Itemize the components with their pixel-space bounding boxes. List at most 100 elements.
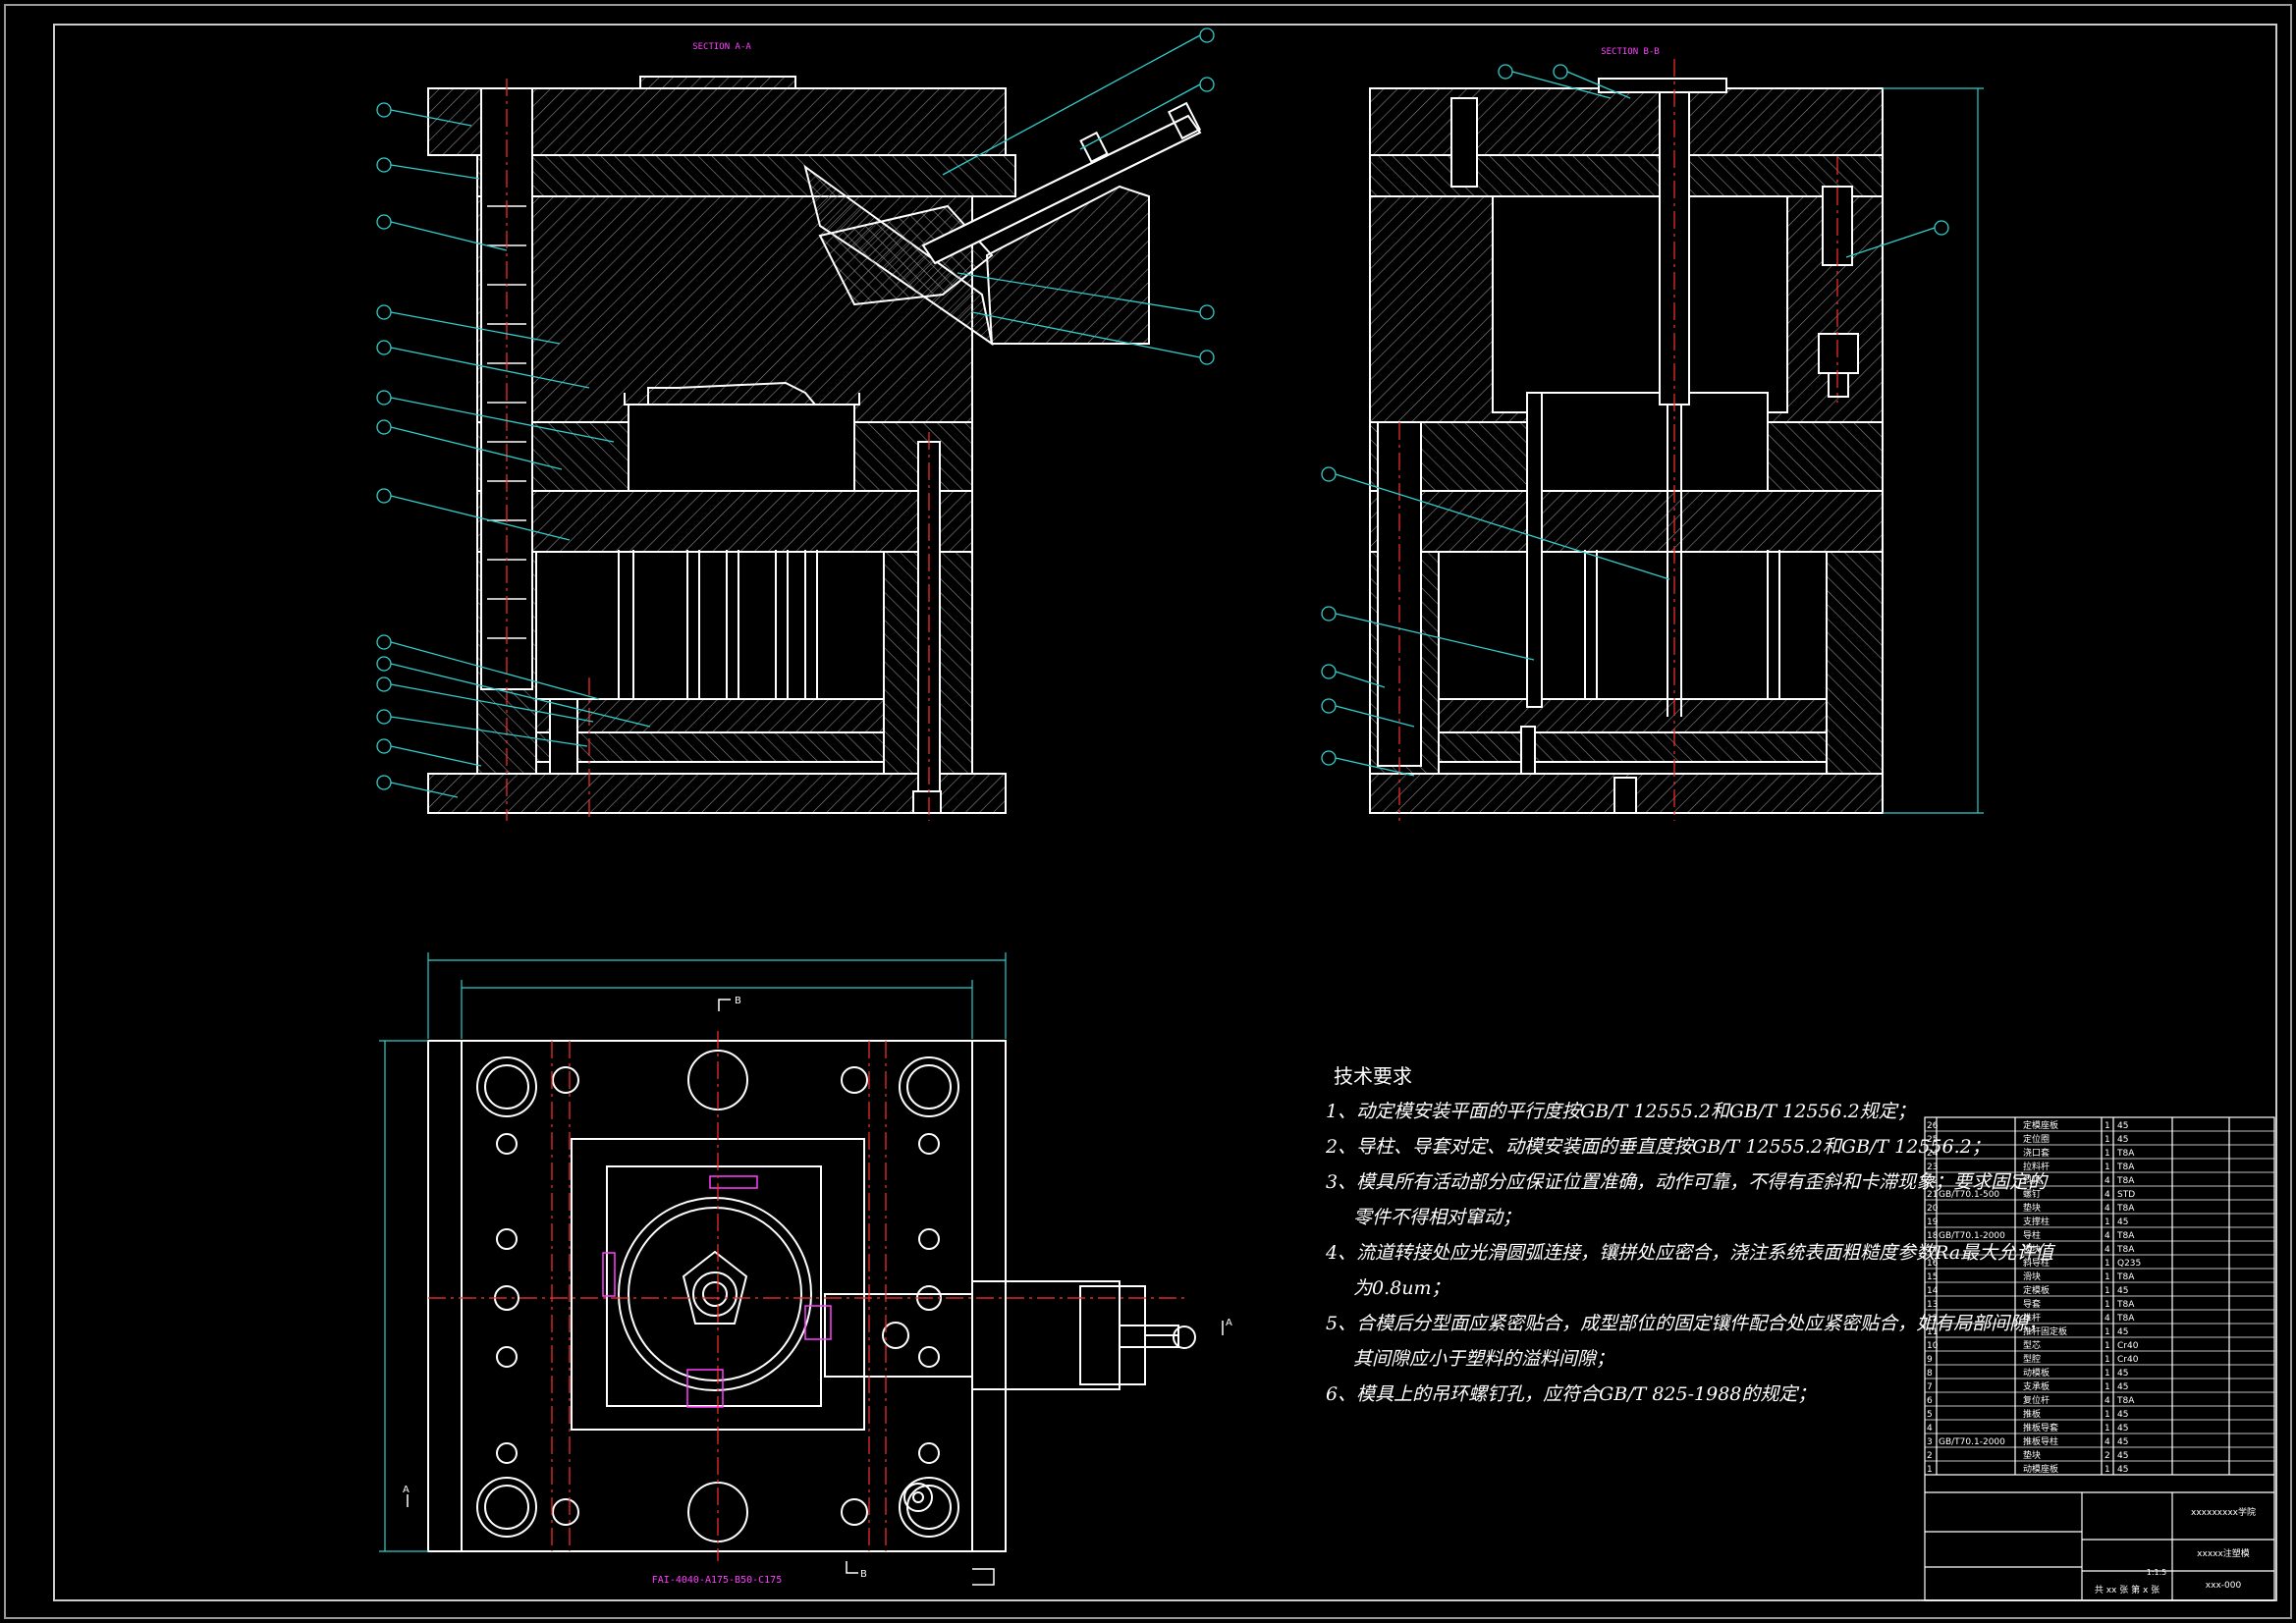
plan-section-mark-a-left: A <box>403 1485 410 1495</box>
parts-list-cell-no: 10 <box>1927 1341 1939 1351</box>
parts-list-cell-name: 复位杆 <box>2023 1394 2050 1406</box>
parts-list-cell-qty: 1 <box>2105 1149 2110 1159</box>
section-a-view <box>427 76 1202 814</box>
parts-list-cell-mat: 45 <box>2117 1437 2128 1447</box>
parts-list-cell-no: 1 <box>1927 1465 1933 1475</box>
drawing-number: xxx-000 <box>2206 1581 2242 1591</box>
parts-list-cell-no: 14 <box>1927 1286 1939 1296</box>
parts-list-cell-no: 17 <box>1927 1245 1938 1255</box>
tech-req-item: 1、动定模安装平面的平行度按GB/T 12555.2和GB/T 12556.2规… <box>1326 1101 1916 1122</box>
parts-list-cell-name: 垫块 <box>2023 1202 2041 1214</box>
parts-list-cell-qty: 1 <box>2105 1217 2110 1227</box>
parts-list-cell-mat: T8A <box>2116 1149 2135 1159</box>
parts-list-cell-name: 动模板 <box>2023 1367 2050 1379</box>
parts-list-cell-no: 6 <box>1927 1396 1933 1406</box>
parts-list-cell-mat: 45 <box>2117 1369 2128 1379</box>
parts-list-cell-name: 推板导套 <box>2023 1422 2058 1434</box>
plan-section-mark-a-right: A <box>1226 1318 1232 1328</box>
parts-list-cell-mat: T8A <box>2116 1231 2135 1241</box>
parts-list-cell-name: 导套 <box>2023 1298 2041 1310</box>
parts-list-cell-mat: T8A <box>2116 1272 2135 1282</box>
parts-list-cell-qty: 4 <box>2105 1245 2110 1255</box>
parts-list-cell-name: 动模座板 <box>2023 1463 2058 1475</box>
tech-req-item: 其间隙应小于塑料的溢料间隙； <box>1353 1348 1615 1370</box>
tech-req-item: 3、模具所有活动部分应保证位置准确，动作可靠，不得有歪斜和卡滞现象；要求固定的 <box>1326 1171 2048 1193</box>
parts-list-cell-no: 22 <box>1927 1176 1938 1186</box>
parts-list-cell-no: 8 <box>1927 1369 1933 1379</box>
parts-list-cell-qty: 1 <box>2105 1369 2110 1379</box>
parts-list-cell-mat: 45 <box>2117 1121 2128 1131</box>
parts-list-cell-mat: 45 <box>2117 1424 2128 1434</box>
parts-list-cell-qty: 1 <box>2105 1121 2110 1131</box>
parts-list-cell-mat: T8A <box>2116 1245 2135 1255</box>
parts-list-cell-qty: 4 <box>2105 1396 2110 1406</box>
parts-list-cell-no: 9 <box>1927 1355 1933 1365</box>
tech-req-item: 5、合模后分型面应紧密贴合，成型部位的固定镶件配合处应紧密贴合，如有局部间隙， <box>1326 1313 2048 1334</box>
tech-req-item: 6、模具上的吊环螺钉孔，应符合GB/T 825-1988的规定； <box>1326 1383 1817 1405</box>
parts-list-cell-mat: T8A <box>2116 1314 2135 1324</box>
parts-list-cell-qty: 1 <box>2105 1355 2110 1365</box>
parts-list-cell-name: 推板 <box>2023 1408 2041 1420</box>
inner-frame <box>53 24 2277 1601</box>
parts-list-cell-no: 7 <box>1927 1382 1933 1392</box>
parts-list-cell-name: 导柱 <box>2023 1229 2041 1241</box>
parts-list-cell-name: 推板导柱 <box>2023 1435 2058 1447</box>
parts-list-cell-qty: 1 <box>2105 1465 2110 1475</box>
parts-list-cell-no: 26 <box>1927 1121 1939 1131</box>
parts-list-cell-qty: 1 <box>2105 1327 2110 1337</box>
plan-section-mark-b-bottom: B <box>860 1569 867 1580</box>
parts-list-cell-qty: 4 <box>2105 1314 2110 1324</box>
parts-list-cell-no: 5 <box>1927 1410 1933 1420</box>
parts-list-cell-mat: 45 <box>2117 1465 2128 1475</box>
parts-list-cell-qty: 4 <box>2105 1176 2110 1186</box>
parts-list-cell-no: 2 <box>1927 1451 1933 1461</box>
parts-list-cell-mat: 45 <box>2117 1286 2128 1296</box>
parts-list-cell-no: 3 <box>1927 1437 1933 1447</box>
tech-req-item: 为0.8um； <box>1353 1277 1450 1299</box>
plan-detail-magenta <box>602 1175 832 1408</box>
parts-list-cell-std: GB/T70.1-500 <box>1939 1190 1999 1200</box>
tech-req-item: 零件不得相对窜动； <box>1353 1207 1522 1228</box>
parts-list-cell-mat: 45 <box>2117 1410 2128 1420</box>
parts-list-cell-name: 拉料杆 <box>2023 1161 2050 1172</box>
parts-list-cell-no: 20 <box>1927 1204 1939 1214</box>
school-name: xxxxxxxxx学院 <box>2191 1506 2256 1518</box>
parts-list-cell-no: 23 <box>1927 1163 1938 1172</box>
parts-list-cell-no: 15 <box>1927 1272 1938 1282</box>
parts-list-cell-no: 24 <box>1927 1149 1939 1159</box>
parts-list-cell-mat: 45 <box>2117 1327 2128 1337</box>
parts-list-cell-mat: Cr40 <box>2117 1355 2139 1365</box>
parts-list-cell-mat: 45 <box>2117 1135 2128 1145</box>
parts-list-cell-qty: 1 <box>2105 1163 2110 1172</box>
parts-list-cell-mat: 45 <box>2117 1382 2128 1392</box>
parts-list-cell-name: 定模板 <box>2023 1284 2050 1296</box>
parts-list-cell-mat: 45 <box>2117 1217 2128 1227</box>
parts-list-cell-no: 12 <box>1927 1314 1938 1324</box>
parts-list-cell-qty: 1 <box>2105 1382 2110 1392</box>
parts-list-cell-name: 滑块 <box>2023 1271 2041 1282</box>
parts-list-cell-mat: T8A <box>2116 1396 2135 1406</box>
parts-list-cell-name: 斜导柱 <box>2023 1257 2050 1269</box>
parts-list-cell-name: 型芯 <box>2023 1339 2041 1351</box>
parts-list-cell-name: 螺钉 <box>2023 1189 2041 1200</box>
section-b-view <box>1369 78 1884 814</box>
parts-list-cell-qty: 1 <box>2105 1424 2110 1434</box>
parts-list-cell-qty: 1 <box>2105 1341 2110 1351</box>
section-b-label: SECTION B-B <box>1601 47 1660 57</box>
parts-list-cell-qty: 2 <box>2105 1451 2110 1461</box>
parts-list-cell-name: 垫块 <box>2023 1449 2041 1461</box>
technical-requirements: 技术要求 1、动定模安装平面的平行度按GB/T 12555.2和GB/T 125… <box>1326 1058 2053 1412</box>
parts-list-cell-name: 斜顶 <box>2023 1174 2041 1186</box>
parts-list-cell-qty: 1 <box>2105 1300 2110 1310</box>
tech-req-item: 4、流道转接处应光滑圆弧连接，镶拼处应密合，浇注系统表面粗糙度参数Ra最大允许值 <box>1326 1242 2054 1264</box>
plan-model-code: FAI-4040-A175-B50-C175 <box>652 1575 782 1586</box>
section-a-label: SECTION A-A <box>692 42 751 52</box>
parts-list-cell-mat: T8A <box>2116 1204 2135 1214</box>
parts-list-cell-qty: 1 <box>2105 1272 2110 1282</box>
parts-list-cell-name: 支承板 <box>2023 1380 2050 1392</box>
parts-list-cell-mat: 45 <box>2117 1451 2128 1461</box>
drawing-name: xxxxx注塑模 <box>2197 1547 2250 1559</box>
parts-list-cell-no: 13 <box>1927 1300 1938 1310</box>
